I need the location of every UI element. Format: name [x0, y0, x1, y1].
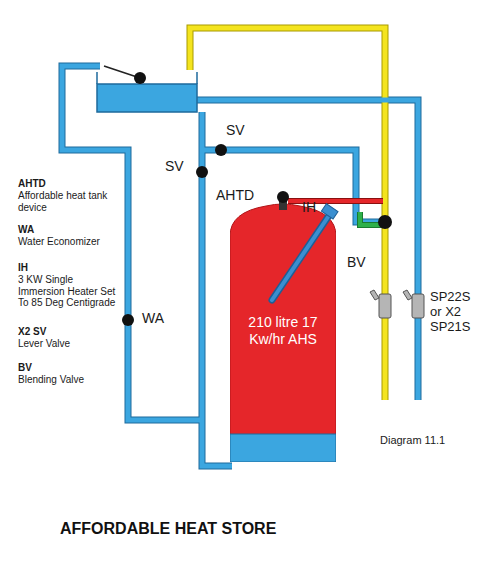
key-text: Affordable heat tank device [18, 190, 118, 213]
part-label: SV [226, 122, 245, 138]
diagram-title: AFFORDABLE HEAT STORE [60, 520, 276, 538]
key-text: WA [18, 224, 34, 236]
part-label: SP22S or X2 SP21S [430, 290, 478, 335]
part-label: IH [302, 199, 316, 215]
part-label: SV [165, 158, 184, 174]
key-text: Water Economizer [18, 236, 118, 248]
part-label: BV [347, 254, 366, 270]
key-text: AHTD [18, 178, 46, 190]
cistern [97, 66, 197, 112]
cold-pipes-fill [62, 66, 418, 466]
tank-label: 210 litre 17 Kw/hr AHS [247, 314, 319, 348]
key-text: X2 SV [18, 326, 46, 338]
part-label: WA [142, 310, 164, 326]
key-text: IH [18, 262, 28, 274]
storage-tank: 210 litre 17 Kw/hr AHS [230, 190, 336, 462]
key-text: BV [18, 362, 32, 374]
key-text: 3 KW Single Immersion Heater Set To 85 D… [18, 274, 118, 309]
key-text: Lever Valve [18, 338, 118, 350]
figure-number: Diagram 11.1 [380, 434, 445, 447]
key-text: Blending Valve [18, 374, 118, 386]
cold-pipes [62, 66, 418, 466]
lever-valves [370, 290, 424, 318]
part-label: AHTD [216, 187, 254, 203]
